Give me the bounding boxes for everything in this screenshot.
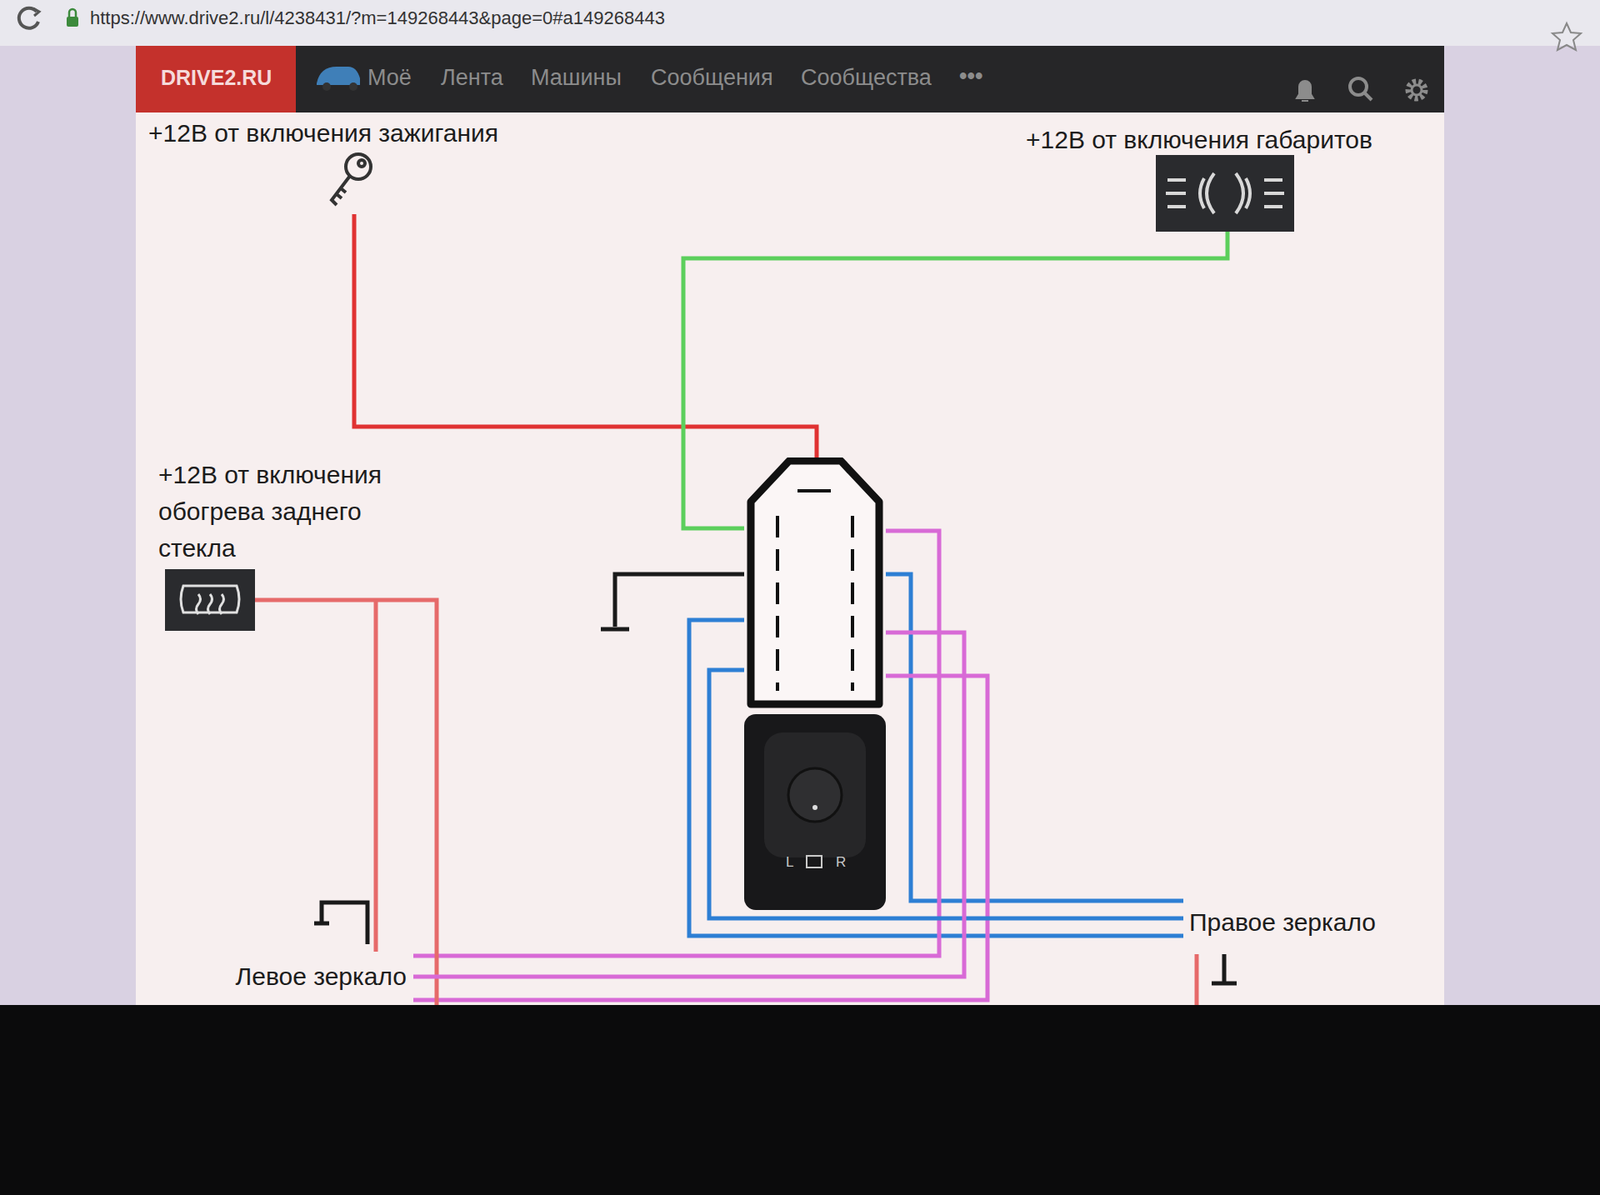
node-label: +12В от включения зажигания bbox=[148, 115, 499, 152]
knob-dot bbox=[812, 805, 818, 810]
blue-wire bbox=[885, 574, 1184, 901]
position-mark bbox=[806, 855, 822, 868]
left-mirror: Левое зеркало bbox=[235, 958, 407, 995]
switch-knob bbox=[788, 768, 842, 822]
right-mirror: Правое зеркало bbox=[1189, 904, 1376, 941]
menu-item: Сообщения bbox=[650, 65, 774, 91]
site-logo: DRIVE2.RU bbox=[160, 65, 272, 90]
window-shape bbox=[180, 585, 240, 613]
connector-key bbox=[797, 489, 831, 493]
car-wheel bbox=[322, 82, 331, 91]
key-icon bbox=[325, 150, 379, 210]
node-label: +12В от включения габаритов bbox=[1025, 121, 1373, 159]
url-text: https://www.drive2.ru/l/4238431/?m=14926… bbox=[90, 7, 665, 30]
lock-shackle bbox=[69, 9, 76, 17]
lamp-shape bbox=[1200, 173, 1250, 214]
reload-arrow bbox=[33, 8, 40, 16]
key-shape bbox=[331, 154, 371, 205]
parking-lights-source: +12В от включения габаритов bbox=[1025, 121, 1373, 232]
gear-icon bbox=[1408, 81, 1425, 99]
menu-item: Моё bbox=[367, 65, 412, 91]
side-mark: R bbox=[835, 854, 846, 871]
magenta-wire bbox=[413, 675, 988, 1000]
menu-item: Сообщества bbox=[800, 65, 932, 91]
ground-symbol bbox=[600, 627, 630, 632]
lock-icon bbox=[66, 16, 79, 27]
switch-bezel bbox=[764, 732, 866, 858]
car-wheel bbox=[349, 82, 358, 91]
reload-icon bbox=[19, 8, 39, 29]
ground-symbol bbox=[314, 921, 330, 926]
logo-block bbox=[135, 45, 296, 113]
node-label: +12В от включения обогрева заднего стекл… bbox=[158, 456, 434, 567]
wire bbox=[374, 630, 379, 952]
heater-wire bbox=[374, 600, 379, 631]
heater-wire-stub bbox=[1195, 954, 1200, 1005]
rear-defrost-icon bbox=[165, 569, 255, 631]
switch-body bbox=[744, 714, 886, 910]
page-canvas bbox=[135, 45, 1445, 1005]
menu-item: Лента bbox=[440, 65, 504, 91]
icon-ground bbox=[165, 569, 255, 631]
menu-more: ••• bbox=[959, 63, 983, 90]
node-label: Левое зеркало bbox=[235, 958, 407, 995]
bell-icon bbox=[1296, 80, 1314, 101]
key-blade bbox=[331, 175, 350, 205]
icon-ground bbox=[1155, 155, 1295, 232]
menu-item: Машины bbox=[530, 65, 622, 91]
side-mark: L bbox=[785, 854, 794, 871]
screen-surround bbox=[0, 0, 1600, 1005]
gear-hub bbox=[1411, 85, 1422, 95]
switch-unit bbox=[744, 457, 886, 910]
connector-outline bbox=[750, 460, 880, 705]
lights-symbol bbox=[1165, 173, 1285, 214]
ground-symbol bbox=[1211, 954, 1237, 984]
mirror-switch: LR bbox=[744, 457, 886, 910]
lamp-rays bbox=[1165, 180, 1285, 207]
browser-bar bbox=[0, 0, 1600, 46]
heat-waves bbox=[196, 594, 225, 615]
car-icon bbox=[316, 66, 360, 85]
wire bbox=[354, 214, 817, 458]
star-icon bbox=[1552, 23, 1581, 50]
heater-wire bbox=[255, 600, 437, 1005]
lights-icon bbox=[1155, 155, 1295, 232]
defrost-symbol bbox=[180, 585, 240, 615]
key-bow bbox=[345, 154, 371, 180]
connector-pins bbox=[777, 515, 853, 691]
rear-defrost-source: +12В от включения обогрева заднего стекл… bbox=[158, 456, 434, 631]
key-hole bbox=[358, 160, 365, 167]
node-label: Правое зеркало bbox=[1189, 904, 1376, 941]
site-header bbox=[135, 45, 1445, 113]
search-handle bbox=[1364, 92, 1372, 100]
ignition-source: +12В от включения зажигания bbox=[148, 115, 499, 215]
